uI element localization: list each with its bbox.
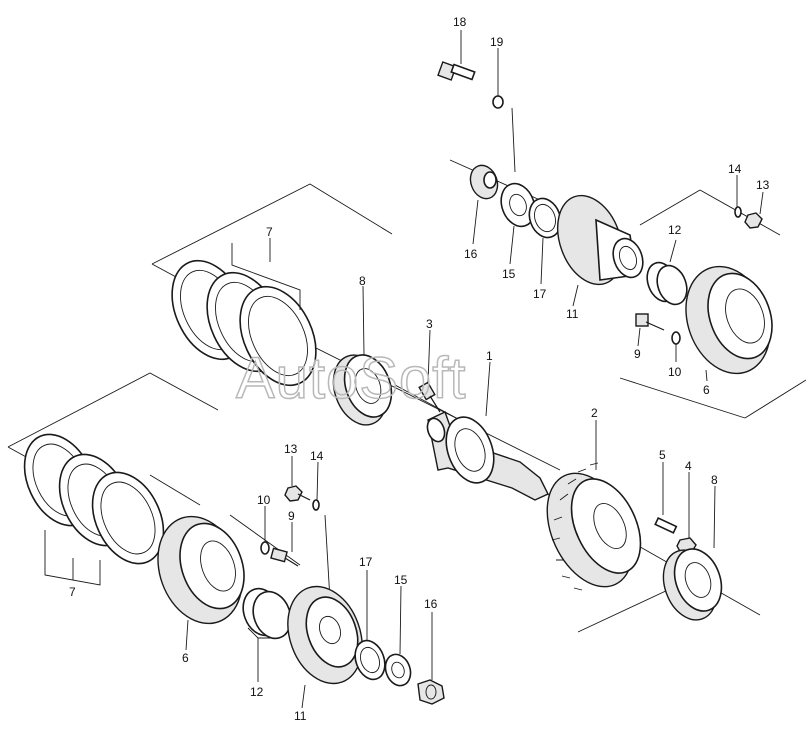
callout-12: 12 (668, 223, 682, 237)
callout-labels: 18 19 14 13 16 15 17 11 12 7 8 3 1 9 10 … (69, 15, 770, 723)
washer-10-lower (260, 541, 270, 555)
callout-6: 6 (703, 383, 710, 397)
bolt-13-lower (284, 485, 311, 502)
callout-8: 8 (711, 473, 718, 487)
bearing-cover-6-upper (685, 265, 773, 375)
callout-17: 17 (533, 287, 547, 301)
callout-15: 15 (502, 267, 516, 281)
bearing-cover-6-lower (157, 515, 245, 625)
callout-11: 11 (294, 709, 307, 723)
callout-10: 10 (257, 493, 271, 507)
nut-16-lower (417, 679, 445, 705)
flange-housing-11-upper (557, 194, 644, 286)
callout-13: 13 (284, 442, 298, 456)
seal-17-upper (528, 197, 562, 239)
callout-5: 5 (659, 448, 666, 462)
callout-9: 9 (634, 347, 641, 361)
lock-plate-15-lower (384, 653, 412, 687)
callout-19: 19 (490, 35, 504, 49)
washer-10-upper (671, 331, 681, 345)
bearing-lower (662, 548, 723, 621)
bolt-9-lower (270, 547, 299, 567)
shim-washer-set-upper (171, 243, 317, 387)
leader-lines (72, 30, 764, 709)
bolt-3 (418, 381, 441, 413)
nut-16-upper (469, 164, 499, 200)
callout-14: 14 (310, 449, 324, 463)
callout-18: 18 (453, 15, 467, 29)
callout-13: 13 (756, 178, 770, 192)
pin-5 (654, 516, 678, 534)
callout-7: 7 (266, 225, 273, 239)
callout-9: 9 (288, 509, 295, 523)
flange-housing-11-lower (287, 585, 363, 685)
drive-shaft-1 (426, 411, 549, 501)
callout-14: 14 (728, 162, 742, 176)
callout-4: 4 (685, 459, 692, 473)
washer-14-upper (734, 206, 742, 218)
callout-3: 3 (426, 317, 433, 331)
seal-17-lower (354, 639, 386, 681)
callout-2: 2 (591, 406, 598, 420)
callout-1: 1 (486, 349, 493, 363)
callout-10: 10 (668, 365, 682, 379)
callout-16: 16 (464, 247, 478, 261)
callout-12: 12 (250, 685, 264, 699)
lock-plate-15-upper (500, 182, 536, 228)
callout-11: 11 (566, 307, 579, 321)
shim-washer-set-lower (23, 433, 165, 586)
watermark-text: AutoSoft (236, 346, 466, 411)
callout-17: 17 (359, 555, 373, 569)
callout-8: 8 (359, 274, 366, 288)
bearing-upper (332, 354, 393, 426)
callout-7: 7 (69, 585, 76, 599)
bolt-18 (437, 61, 476, 81)
o-rings-12-upper (646, 261, 688, 306)
callout-16: 16 (424, 597, 438, 611)
callout-15: 15 (394, 573, 408, 587)
o-rings-12-lower (242, 587, 292, 640)
bolt-9-upper (635, 313, 665, 331)
washer-19 (492, 95, 504, 109)
callout-6: 6 (182, 651, 189, 665)
washer-14-lower (312, 499, 320, 511)
bolt-13-upper (744, 212, 763, 229)
bevel-gear-2 (546, 462, 642, 591)
